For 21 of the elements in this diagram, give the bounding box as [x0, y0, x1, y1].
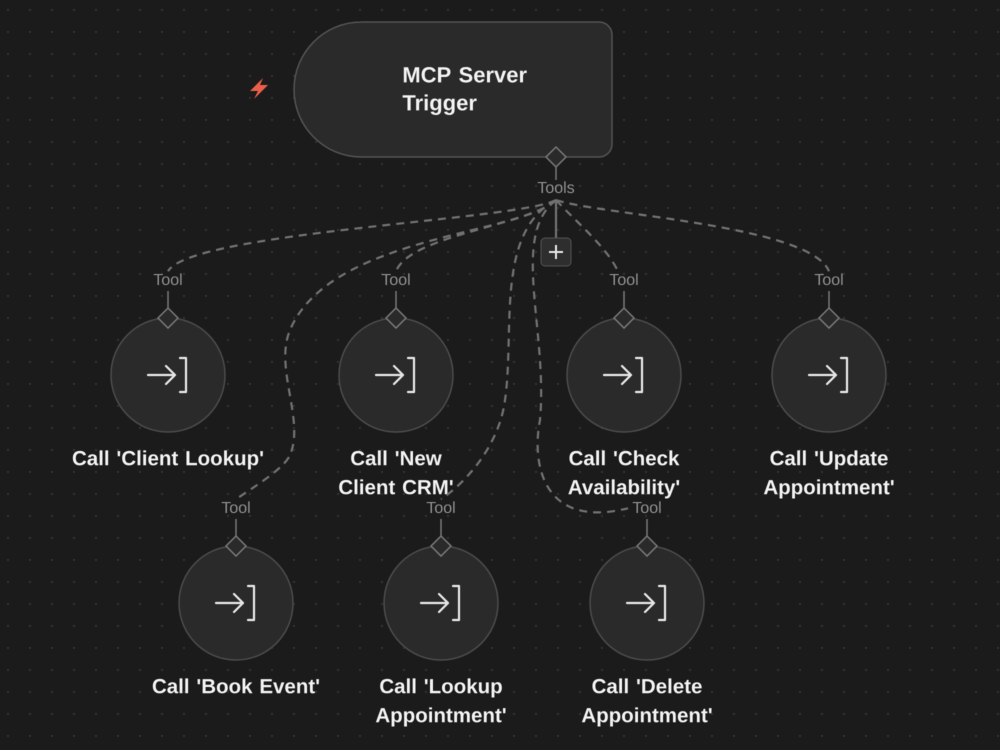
port-label: Tool — [632, 501, 661, 514]
connection-line — [555, 199, 619, 272]
tool-node: Call 'Delete Appointment' — [582, 545, 712, 726]
connection-line — [554, 200, 558, 238]
tool-node: Call 'New Client CRM' — [338, 317, 454, 494]
tool-node: Call 'Lookup Appointment' — [376, 545, 506, 726]
connection-line — [556, 198, 830, 272]
tool-node: Call 'Check Availability' — [566, 317, 682, 498]
tool-node: Call 'Client Lookup' — [72, 317, 263, 470]
port-label: Tool — [154, 273, 182, 286]
tool-node: Call 'Book Event' — [152, 545, 319, 694]
port-label: Tool — [814, 273, 843, 286]
port-label: Tool — [426, 501, 455, 514]
trigger-node: MCP Server Trigger — [293, 21, 613, 158]
connection-line — [167, 198, 556, 272]
tool-node: Call 'Update Appointment' — [764, 317, 894, 498]
port-label: Tool — [222, 501, 250, 514]
port-label: Tool — [610, 273, 638, 286]
port-label: Tool — [382, 273, 410, 286]
port-label: Tools — [538, 181, 574, 194]
connection-line — [440, 199, 557, 500]
